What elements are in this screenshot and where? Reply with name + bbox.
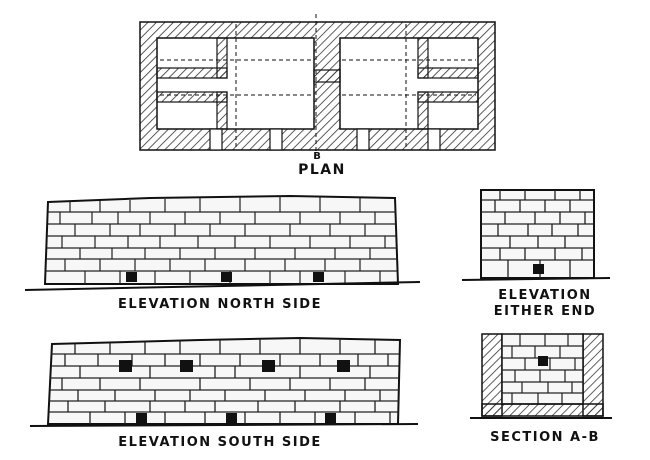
plan-openings — [209, 128, 441, 151]
south-elevation-label: ELEVATION SOUTH SIDE — [118, 435, 322, 450]
end-ground-line — [461, 277, 611, 281]
north-elevation-drawing — [24, 194, 421, 291]
end-elevation-label-line1: ELEVATION — [498, 288, 592, 303]
south-wall-windows — [119, 360, 350, 372]
section-drawing — [470, 333, 612, 419]
south-ground-line — [29, 423, 419, 427]
north-stone-courses — [46, 211, 397, 272]
north-wall-vents — [126, 272, 324, 282]
section-label: SECTION A-B — [490, 430, 600, 445]
plan-label: PLAN — [298, 162, 346, 178]
north-stone-joints — [59, 196, 386, 284]
south-wall-vents — [136, 413, 336, 423]
section-window — [538, 356, 548, 366]
end-elevation-label: ELEVATION EITHER END — [470, 288, 620, 320]
end-elevation-label-line2: EITHER END — [493, 304, 597, 319]
south-wall-outline — [46, 336, 402, 425]
end-stone-courses — [481, 190, 594, 278]
plan-room-east — [339, 37, 479, 130]
section-stone-courses — [502, 334, 583, 404]
north-ground-line — [24, 281, 421, 291]
plan-marker-label: B — [313, 151, 321, 162]
south-elevation-drawing — [29, 336, 419, 427]
plan-drawing — [139, 14, 496, 155]
north-elevation-label: ELEVATION NORTH SIDE — [118, 297, 322, 312]
plan-dashed-lines — [160, 14, 476, 155]
section-floor — [481, 403, 604, 417]
plan-partitions — [156, 37, 479, 130]
south-stone-courses — [49, 338, 399, 424]
end-elevation-drawing — [461, 189, 611, 281]
end-wall-vent — [533, 264, 544, 274]
north-wall-outline — [43, 194, 400, 285]
